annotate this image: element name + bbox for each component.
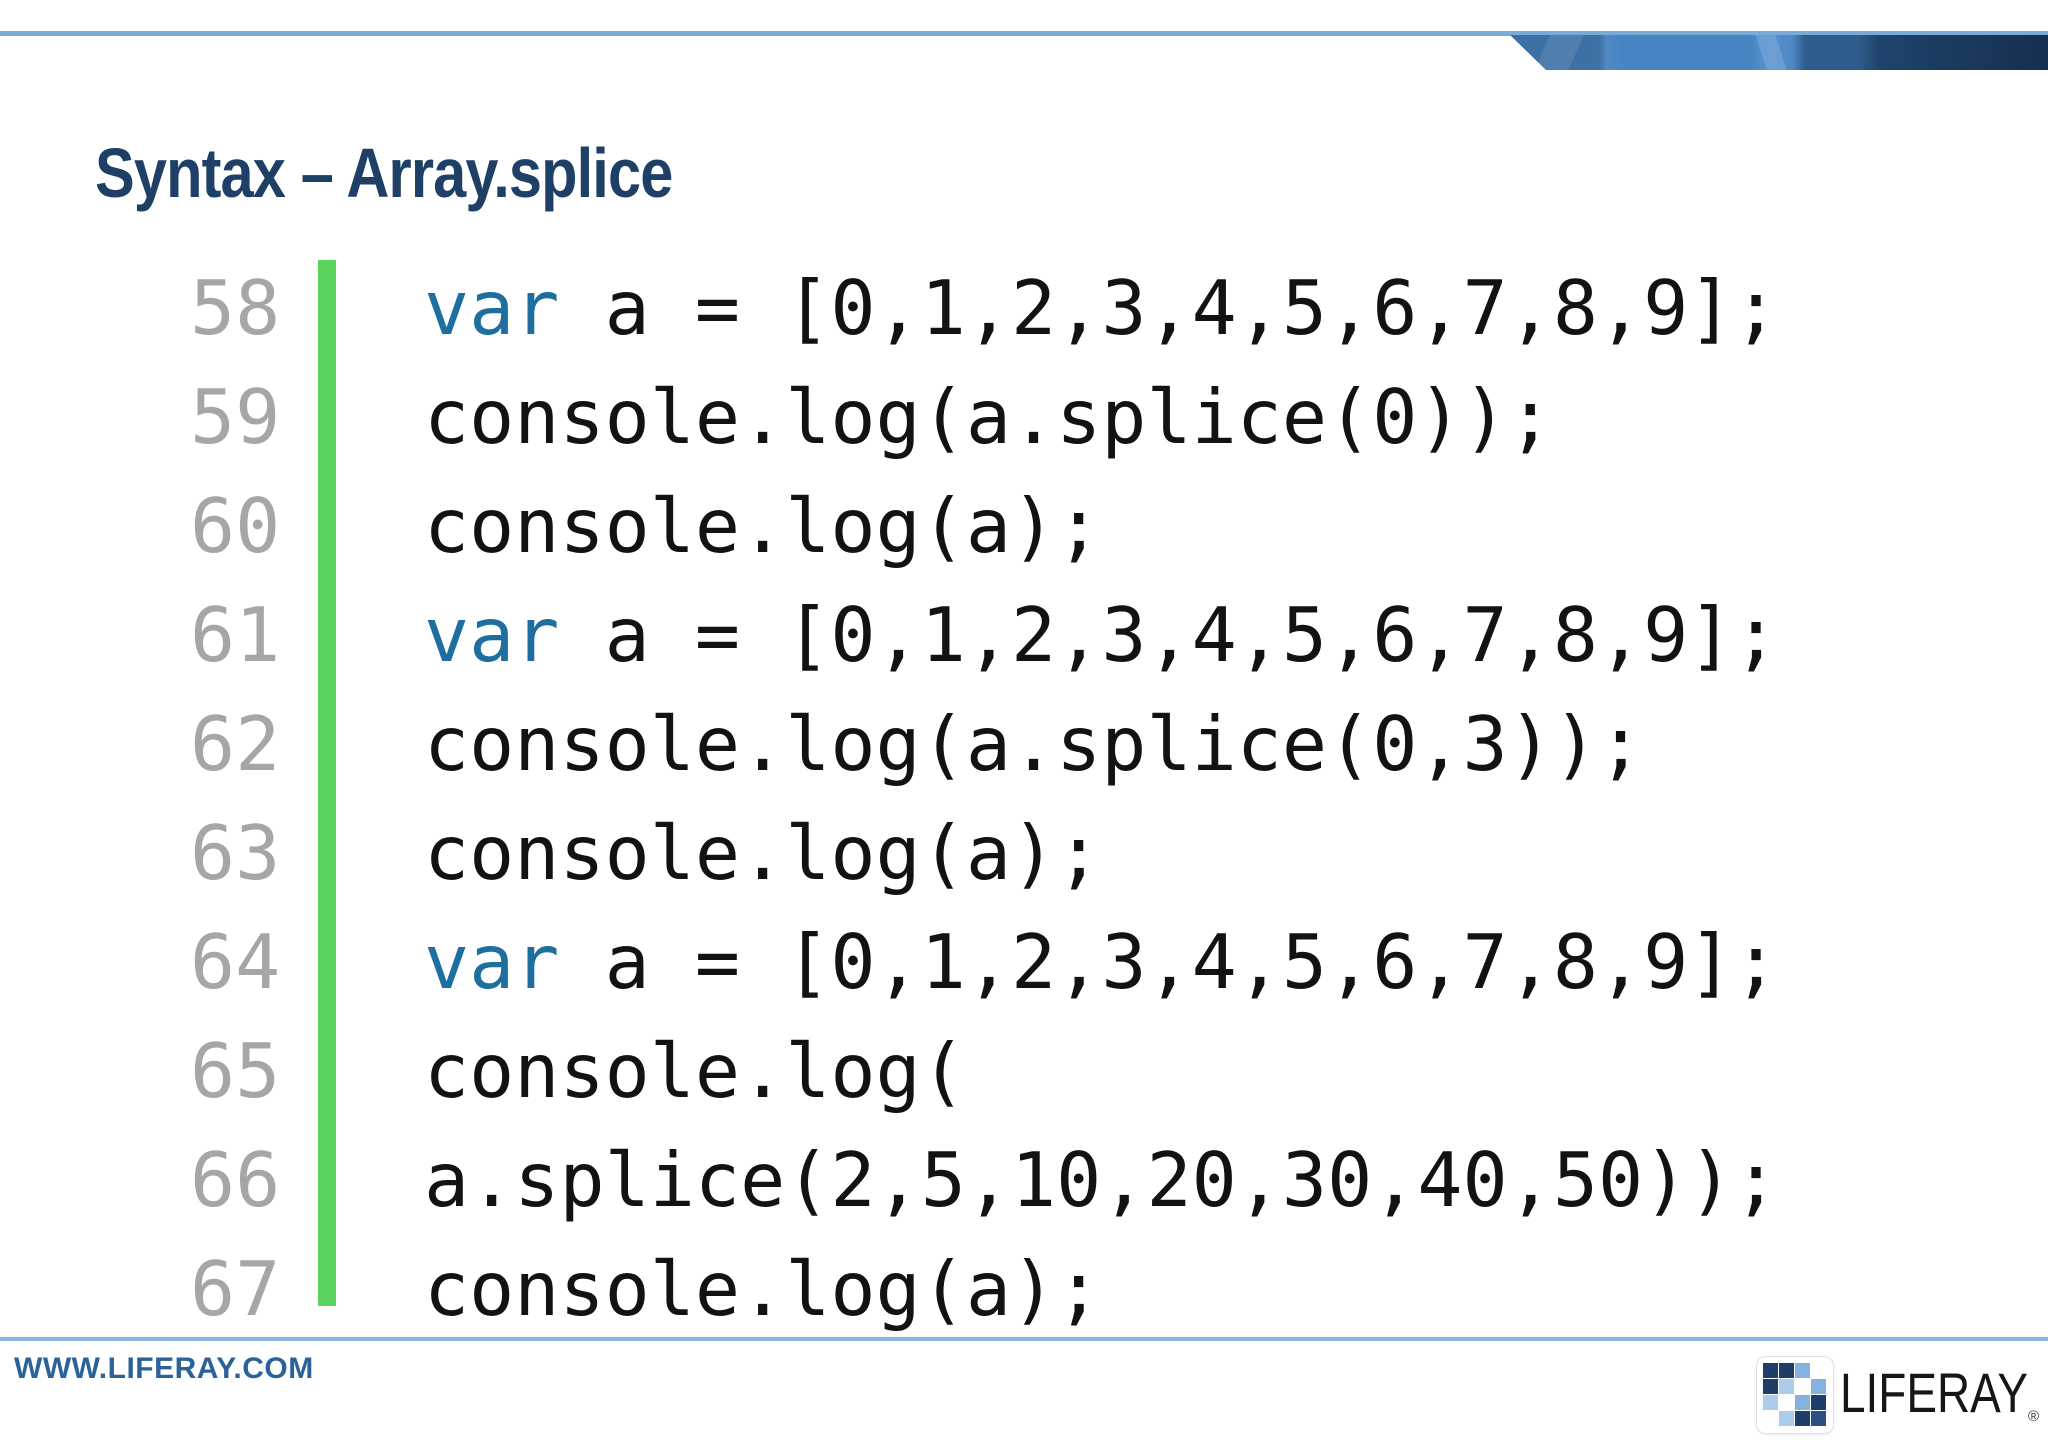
code-token: a = [0,1,2,3,4,5,6,7,8,9];: [559, 918, 1779, 1006]
footer-rule: [0, 1337, 2048, 1341]
line-number: 65: [190, 1027, 281, 1115]
code-text: console.log(a.splice(0));: [424, 363, 1553, 472]
header-rule: [0, 31, 2048, 36]
code-line: 61 var a = [0,1,2,3,4,5,6,7,8,9];: [190, 581, 1779, 690]
banner-facet: [1753, 35, 1791, 70]
code-token: a = [0,1,2,3,4,5,6,7,8,9];: [559, 591, 1779, 679]
line-number: 58: [190, 264, 281, 352]
code-text: var a = [0,1,2,3,4,5,6,7,8,9];: [424, 908, 1779, 1017]
line-number: 61: [190, 591, 281, 679]
code-line: 66 a.splice(2,5,10,20,30,40,50));: [190, 1126, 1779, 1235]
pixel-cell: [1795, 1363, 1810, 1378]
code-line: 58 var a = [0,1,2,3,4,5,6,7,8,9];: [190, 254, 1779, 363]
pixel-cell: [1795, 1411, 1810, 1426]
code-token: console.log(a.splice(0));: [424, 373, 1553, 461]
pixel-cell: [1779, 1363, 1794, 1378]
pixel-cell: [1811, 1363, 1826, 1378]
code-text: console.log(a.splice(0,3));: [424, 690, 1643, 799]
line-number: 67: [190, 1245, 281, 1333]
pixel-cell: [1763, 1379, 1778, 1394]
code-line: 65 console.log(: [190, 1017, 1779, 1126]
code-text: console.log(a);: [424, 1235, 1101, 1344]
liferay-logo-icon: [1756, 1356, 1834, 1434]
pixel-cell: [1763, 1411, 1778, 1426]
line-number: 60: [190, 482, 281, 570]
code-line: 60 console.log(a);: [190, 472, 1779, 581]
code-token: console.log(a);: [424, 1245, 1102, 1333]
line-number: 63: [190, 809, 281, 897]
keyword-token: var: [424, 591, 560, 679]
active-lines-bar: [318, 260, 336, 1306]
code-token: console.log(a);: [424, 482, 1102, 570]
code-text: console.log(: [424, 1017, 966, 1126]
code-line: 64 var a = [0,1,2,3,4,5,6,7,8,9];: [190, 908, 1779, 1017]
code-token: a.splice(2,5,10,20,30,40,50));: [424, 1136, 1779, 1224]
footer-website-text: WWW.LIFERAY.COM: [14, 1352, 314, 1385]
code-line: 59 console.log(a.splice(0));: [190, 363, 1779, 472]
page-title: Syntax – Array.splice: [95, 134, 673, 212]
pixel-cell: [1795, 1395, 1810, 1410]
code-token: console.log(a.splice(0,3));: [424, 700, 1644, 788]
registered-trademark-symbol: ®: [2028, 1408, 2040, 1425]
code-text: var a = [0,1,2,3,4,5,6,7,8,9];: [424, 254, 1779, 363]
code-line: 62 console.log(a.splice(0,3));: [190, 690, 1779, 799]
pixel-cell: [1811, 1411, 1826, 1426]
line-number: 59: [190, 373, 281, 461]
line-number: 64: [190, 918, 281, 1006]
liferay-logo: LIFERAY ®: [1756, 1356, 2048, 1436]
pixel-cell: [1779, 1395, 1794, 1410]
pixel-cell: [1811, 1395, 1826, 1410]
line-number: 62: [190, 700, 281, 788]
keyword-token: var: [424, 918, 560, 1006]
pixel-cell: [1795, 1379, 1810, 1394]
liferay-wordmark: LIFERAY: [1840, 1361, 2028, 1424]
pixel-cell: [1763, 1363, 1778, 1378]
code-line: 63 console.log(a);: [190, 799, 1779, 908]
header-banner-graphic: [1510, 35, 2048, 70]
code-block: 58 var a = [0,1,2,3,4,5,6,7,8,9]; 59 conso…: [190, 254, 1779, 1344]
code-text: a.splice(2,5,10,20,30,40,50));: [424, 1126, 1779, 1235]
code-text: var a = [0,1,2,3,4,5,6,7,8,9];: [424, 581, 1779, 690]
code-line: 67 console.log(a);: [190, 1235, 1779, 1344]
code-token: a = [0,1,2,3,4,5,6,7,8,9];: [559, 264, 1779, 352]
pixel-cell: [1763, 1395, 1778, 1410]
liferay-pixel-grid: [1763, 1363, 1826, 1426]
code-token: console.log(a);: [424, 809, 1102, 897]
code-text: console.log(a);: [424, 799, 1101, 908]
pixel-cell: [1779, 1379, 1794, 1394]
keyword-token: var: [424, 264, 560, 352]
pixel-cell: [1779, 1411, 1794, 1426]
code-token: console.log(: [424, 1027, 966, 1115]
line-number: 66: [190, 1136, 281, 1224]
pixel-cell: [1811, 1379, 1826, 1394]
code-text: console.log(a);: [424, 472, 1101, 581]
banner-facet: [1529, 35, 1587, 70]
